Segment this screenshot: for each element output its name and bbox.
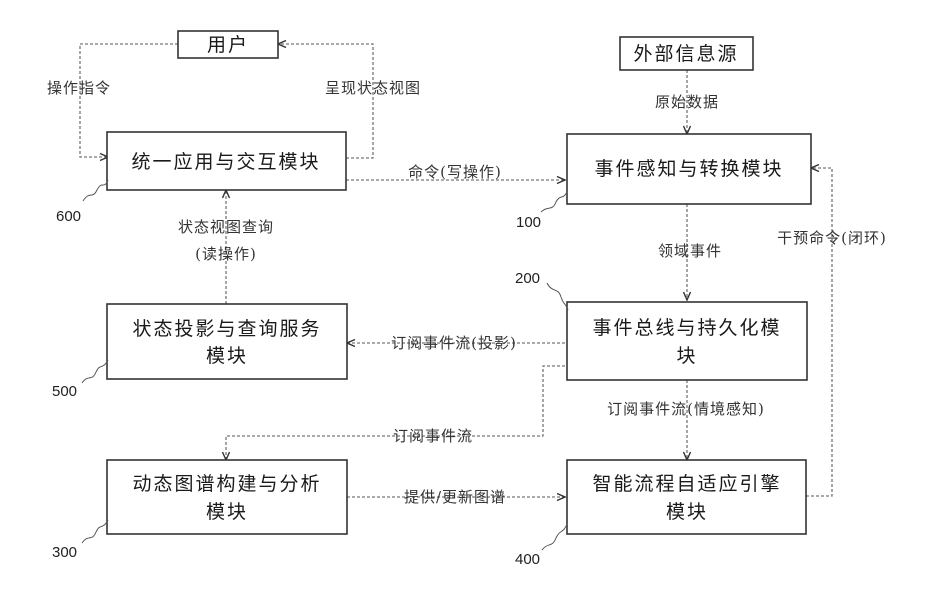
- module-400-label-line1: 智能流程自适应引擎: [592, 473, 781, 495]
- leader-600: [83, 180, 108, 201]
- ref-300: 300: [52, 544, 77, 561]
- module-200-label-line2: 块: [676, 345, 697, 367]
- edge-label-view-query-line1: 状态视图查询: [178, 218, 274, 236]
- module-100-label: 事件感知与转换模块: [594, 158, 783, 180]
- edge-m200-to-m300: [226, 366, 565, 460]
- edge-label-provide-update-graph: 提供/更新图谱: [404, 488, 506, 506]
- ref-200: 200: [515, 270, 540, 287]
- leader-100: [541, 192, 567, 212]
- ref-600: 600: [56, 208, 81, 225]
- external-source-label: 外部信息源: [633, 43, 738, 65]
- module-500-box: [107, 304, 347, 379]
- edge-label-raw-data: 原始数据: [655, 93, 719, 111]
- edge-label-domain-event: 领域事件: [658, 242, 722, 260]
- edge-label-intervene-cmd: 干预命令(闭环): [777, 229, 887, 247]
- edge-m400-to-m100: [806, 168, 832, 496]
- leader-500: [82, 360, 108, 383]
- leader-200: [547, 283, 568, 310]
- leader-400: [542, 524, 567, 550]
- module-300-label-line2: 模块: [206, 501, 248, 523]
- edge-label-present-view: 呈现状态视图: [325, 79, 421, 97]
- module-200-label-line1: 事件总线与持久化模: [592, 317, 781, 339]
- edge-label-view-query-line2: (读操作): [195, 245, 257, 263]
- edge-label-command-write: 命令(写操作): [408, 163, 502, 181]
- edge-label-operate-cmd: 操作指令: [47, 79, 111, 97]
- module-500-label-line2: 模块: [206, 345, 248, 367]
- module-500-label-line1: 状态投影与查询服务: [132, 318, 321, 340]
- user-label: 用户: [207, 34, 249, 56]
- ref-500: 500: [52, 383, 77, 400]
- module-400-label-line2: 模块: [666, 501, 708, 523]
- edge-label-subscribe-stream: 订阅事件流: [393, 427, 473, 445]
- edge-label-subscribe-projection: 订阅事件流(投影): [391, 334, 517, 352]
- module-300-label-line1: 动态图谱构建与分析: [132, 473, 321, 495]
- edge-label-subscribe-context: 订阅事件流(情境感知): [607, 400, 765, 418]
- ref-100: 100: [516, 214, 541, 231]
- module-200-box: [567, 302, 807, 380]
- ref-400: 400: [515, 551, 540, 568]
- module-600-label: 统一应用与交互模块: [131, 151, 320, 173]
- leader-300: [82, 520, 108, 543]
